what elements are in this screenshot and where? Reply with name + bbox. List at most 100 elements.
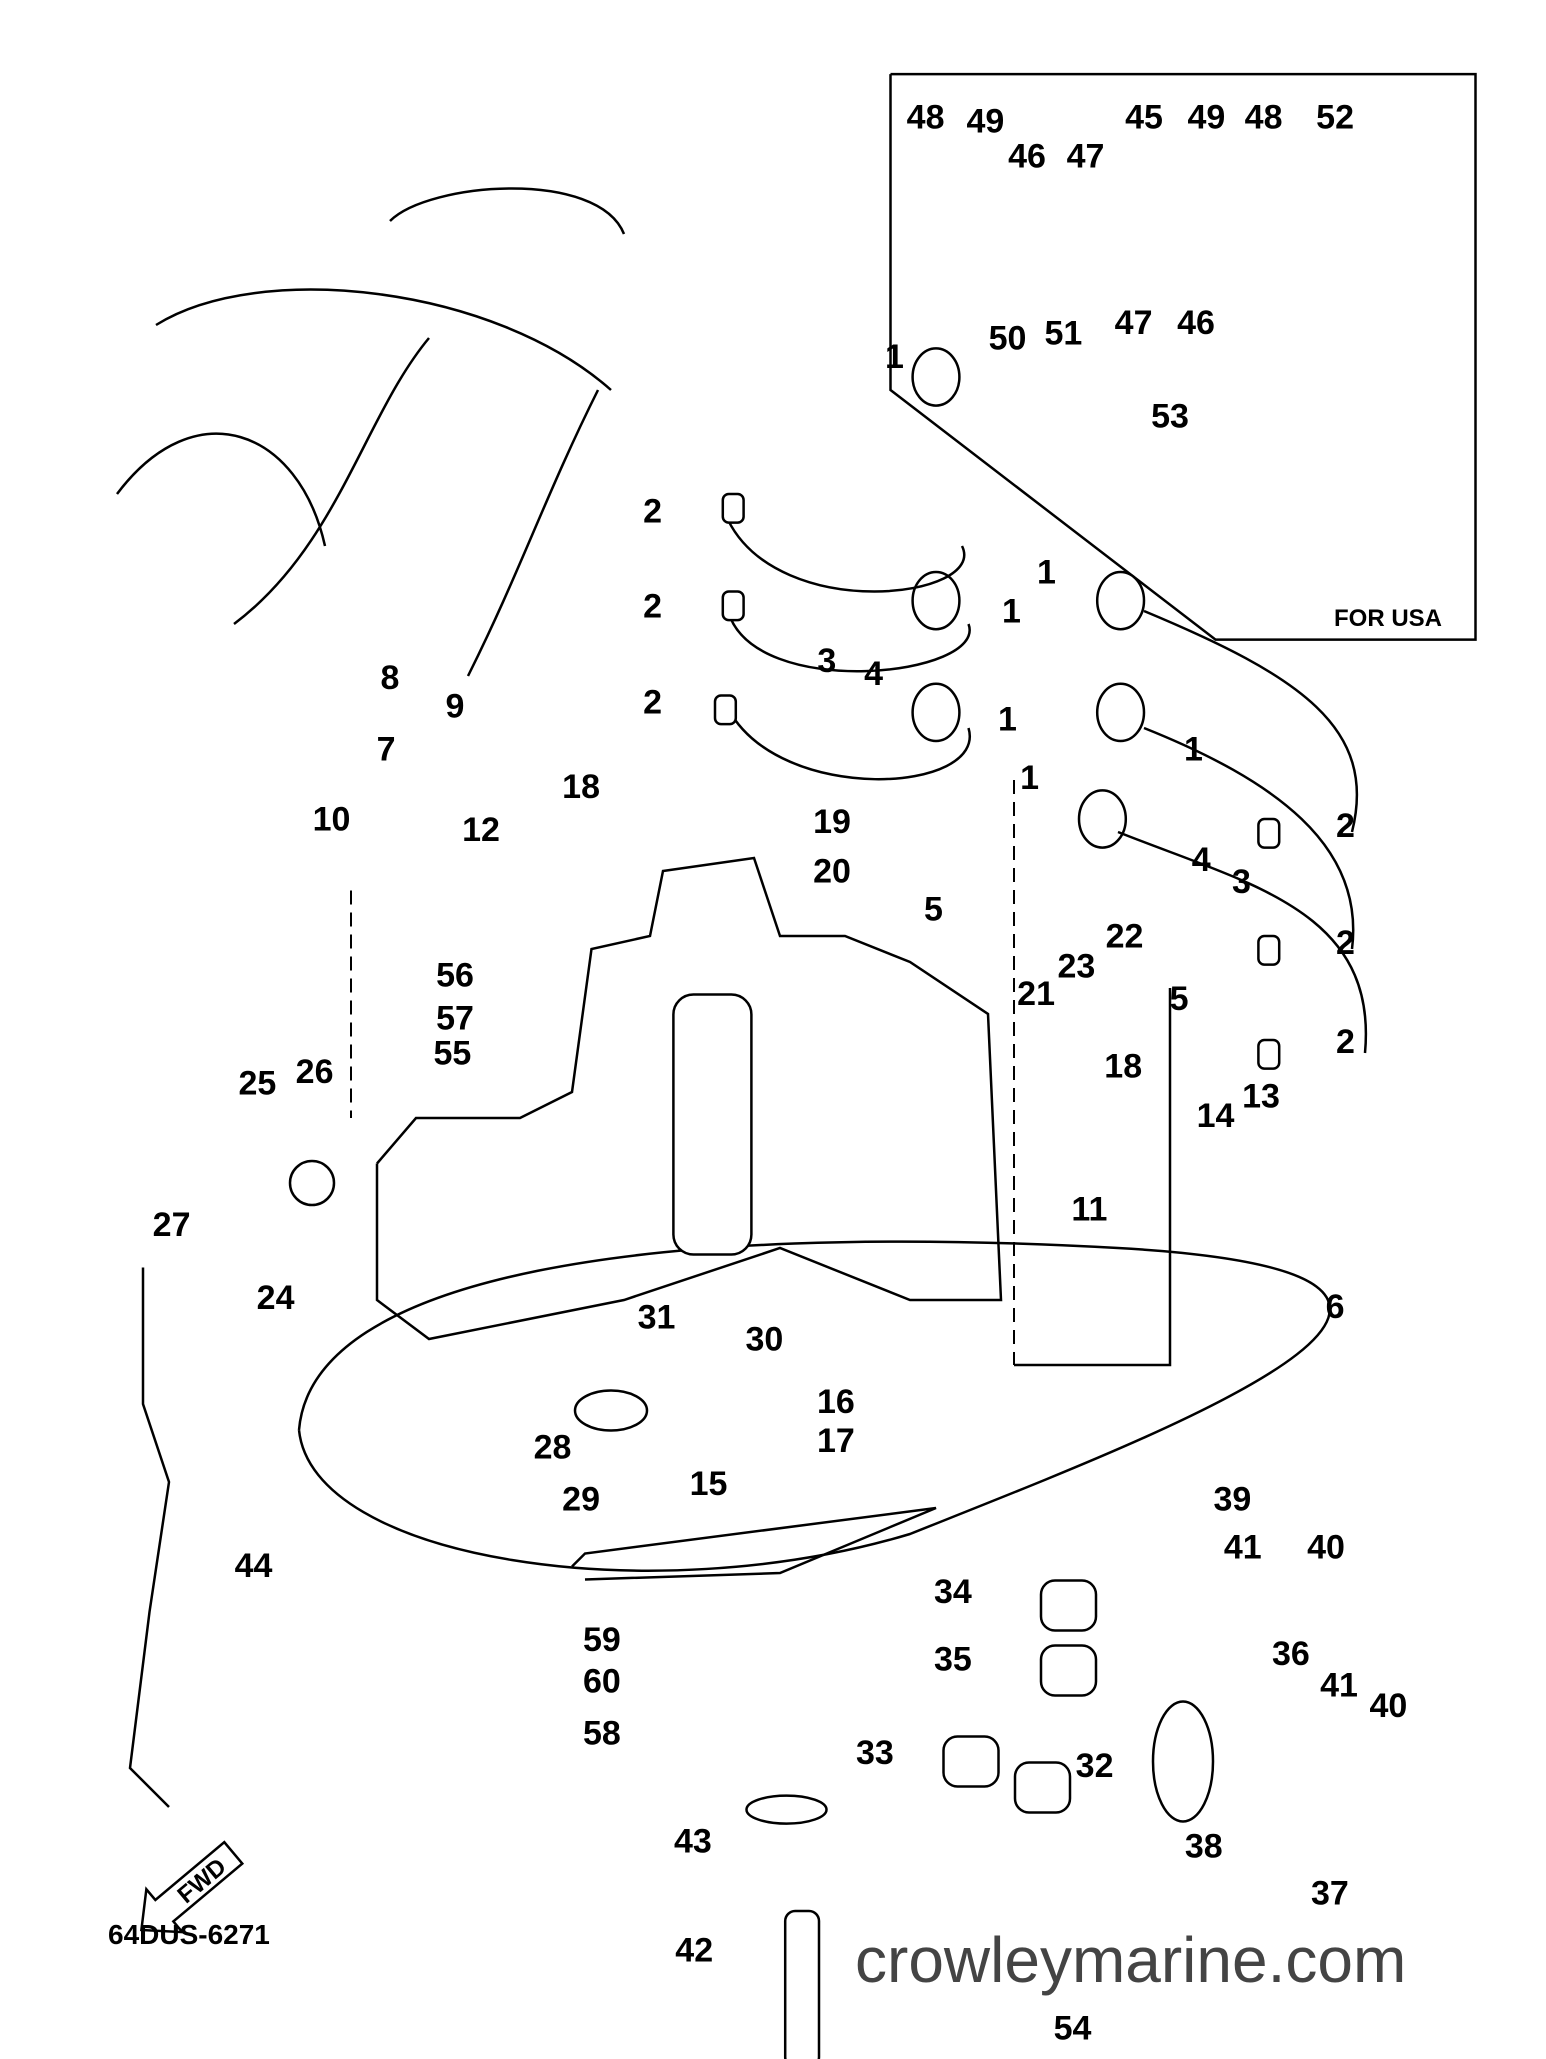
callout-14: 14 — [1197, 1097, 1235, 1135]
callout-23: 23 — [1057, 947, 1095, 985]
callout-29: 29 — [562, 1480, 600, 1518]
callout-18: 18 — [562, 768, 600, 806]
callout-16: 16 — [817, 1383, 855, 1421]
relay-unit — [942, 1735, 1000, 1788]
callout-8: 8 — [381, 659, 400, 697]
callout-46: 46 — [1177, 304, 1215, 342]
spark-plug-cap — [1077, 789, 1128, 849]
callout-3: 3 — [1232, 863, 1251, 901]
callout-46: 46 — [1008, 138, 1046, 176]
callout-28: 28 — [534, 1428, 572, 1466]
plug-cap-boot — [721, 492, 745, 524]
callout-30: 30 — [745, 1321, 783, 1359]
relay-unit — [1039, 1644, 1098, 1697]
callout-60: 60 — [583, 1662, 621, 1700]
callout-58: 58 — [583, 1714, 621, 1752]
callout-49: 49 — [1187, 99, 1225, 137]
grommet-28 — [573, 1389, 649, 1432]
spark-plug-cap — [1095, 682, 1146, 743]
callout-31: 31 — [638, 1298, 676, 1336]
callout-11: 11 — [1071, 1191, 1107, 1229]
callout-12: 12 — [462, 811, 500, 849]
callout-52: 52 — [1316, 99, 1354, 137]
callout-57: 57 — [436, 999, 474, 1037]
callout-1: 1 — [1184, 730, 1203, 768]
callout-2: 2 — [1336, 924, 1355, 962]
callout-53: 53 — [1151, 398, 1189, 436]
callout-40: 40 — [1369, 1687, 1407, 1725]
website-watermark: crowleymarine.com — [855, 1924, 1406, 1996]
callout-47: 47 — [1115, 304, 1153, 342]
hose-42 — [783, 1909, 821, 2059]
callout-39: 39 — [1213, 1480, 1251, 1518]
callout-27: 27 — [153, 1206, 191, 1244]
plug-cap-boot — [721, 590, 745, 622]
callout-2: 2 — [643, 587, 662, 625]
callout-33: 33 — [856, 1734, 894, 1772]
callout-1: 1 — [1037, 554, 1056, 592]
callout-13: 13 — [1242, 1077, 1280, 1115]
plug-cap-boot — [713, 694, 738, 726]
rectifier-24 — [288, 1159, 336, 1207]
cowling-lip — [571, 1506, 937, 1581]
callout-37: 37 — [1311, 1874, 1349, 1912]
callout-20: 20 — [813, 853, 851, 891]
spark-plug-cap — [1095, 570, 1146, 631]
callout-9: 9 — [446, 687, 465, 725]
callout-44: 44 — [235, 1547, 273, 1585]
callout-21: 21 — [1017, 975, 1055, 1013]
diagram-code: 64DUS-6271 — [108, 1919, 270, 1950]
callout-32: 32 — [1076, 1747, 1114, 1785]
callout-45: 45 — [1125, 99, 1163, 137]
callout-26: 26 — [296, 1053, 334, 1091]
spark-plug-cap — [911, 682, 961, 743]
callout-4: 4 — [1192, 841, 1211, 879]
callout-38: 38 — [1185, 1828, 1223, 1866]
callout-47: 47 — [1067, 138, 1105, 176]
callout-17: 17 — [817, 1422, 855, 1460]
callout-4: 4 — [864, 655, 883, 693]
diagram-drawing — [116, 72, 1477, 2059]
callout-41: 41 — [1224, 1529, 1262, 1567]
sensor-lead — [1014, 988, 1172, 1367]
callout-22: 22 — [1106, 918, 1144, 956]
plug-cap-boot — [1257, 934, 1281, 966]
callout-34: 34 — [934, 1573, 972, 1611]
callout-1: 1 — [1002, 593, 1021, 631]
callout-1: 1 — [998, 700, 1017, 738]
callout-24: 24 — [257, 1279, 295, 1317]
callout-2: 2 — [1336, 1023, 1355, 1061]
callout-6: 6 — [1326, 1288, 1345, 1326]
callout-49: 49 — [966, 102, 1004, 140]
callout-7: 7 — [377, 730, 396, 768]
callout-48: 48 — [1245, 99, 1283, 137]
callout-15: 15 — [690, 1465, 728, 1503]
callout-18: 18 — [1104, 1048, 1142, 1086]
callout-59: 59 — [583, 1621, 621, 1659]
relay-unit — [1039, 1579, 1098, 1632]
callout-55: 55 — [433, 1035, 471, 1073]
callout-36: 36 — [1272, 1635, 1310, 1673]
callout-54: 54 — [1054, 2010, 1092, 2048]
callout-48: 48 — [907, 99, 945, 137]
callout-42: 42 — [675, 1932, 713, 1970]
callout-43: 43 — [674, 1822, 712, 1860]
relay-unit — [1013, 1761, 1072, 1814]
plate-38 — [1151, 1700, 1215, 1823]
callout-2: 2 — [1336, 807, 1355, 845]
high-tension-leads — [726, 519, 1368, 1054]
callout-56: 56 — [436, 957, 474, 995]
clamp-43 — [745, 1794, 828, 1825]
callout-35: 35 — [934, 1640, 972, 1678]
callout-2: 2 — [643, 684, 662, 722]
bottom-cowling-outline — [297, 1240, 1331, 1572]
ground-lead-44 — [128, 1267, 171, 1808]
spark-plug-cap — [911, 347, 961, 407]
callout-50: 50 — [989, 320, 1027, 358]
callout-40: 40 — [1307, 1529, 1345, 1567]
callout-3: 3 — [817, 642, 836, 680]
wire-harness — [116, 187, 626, 677]
callout-51: 51 — [1044, 314, 1082, 352]
